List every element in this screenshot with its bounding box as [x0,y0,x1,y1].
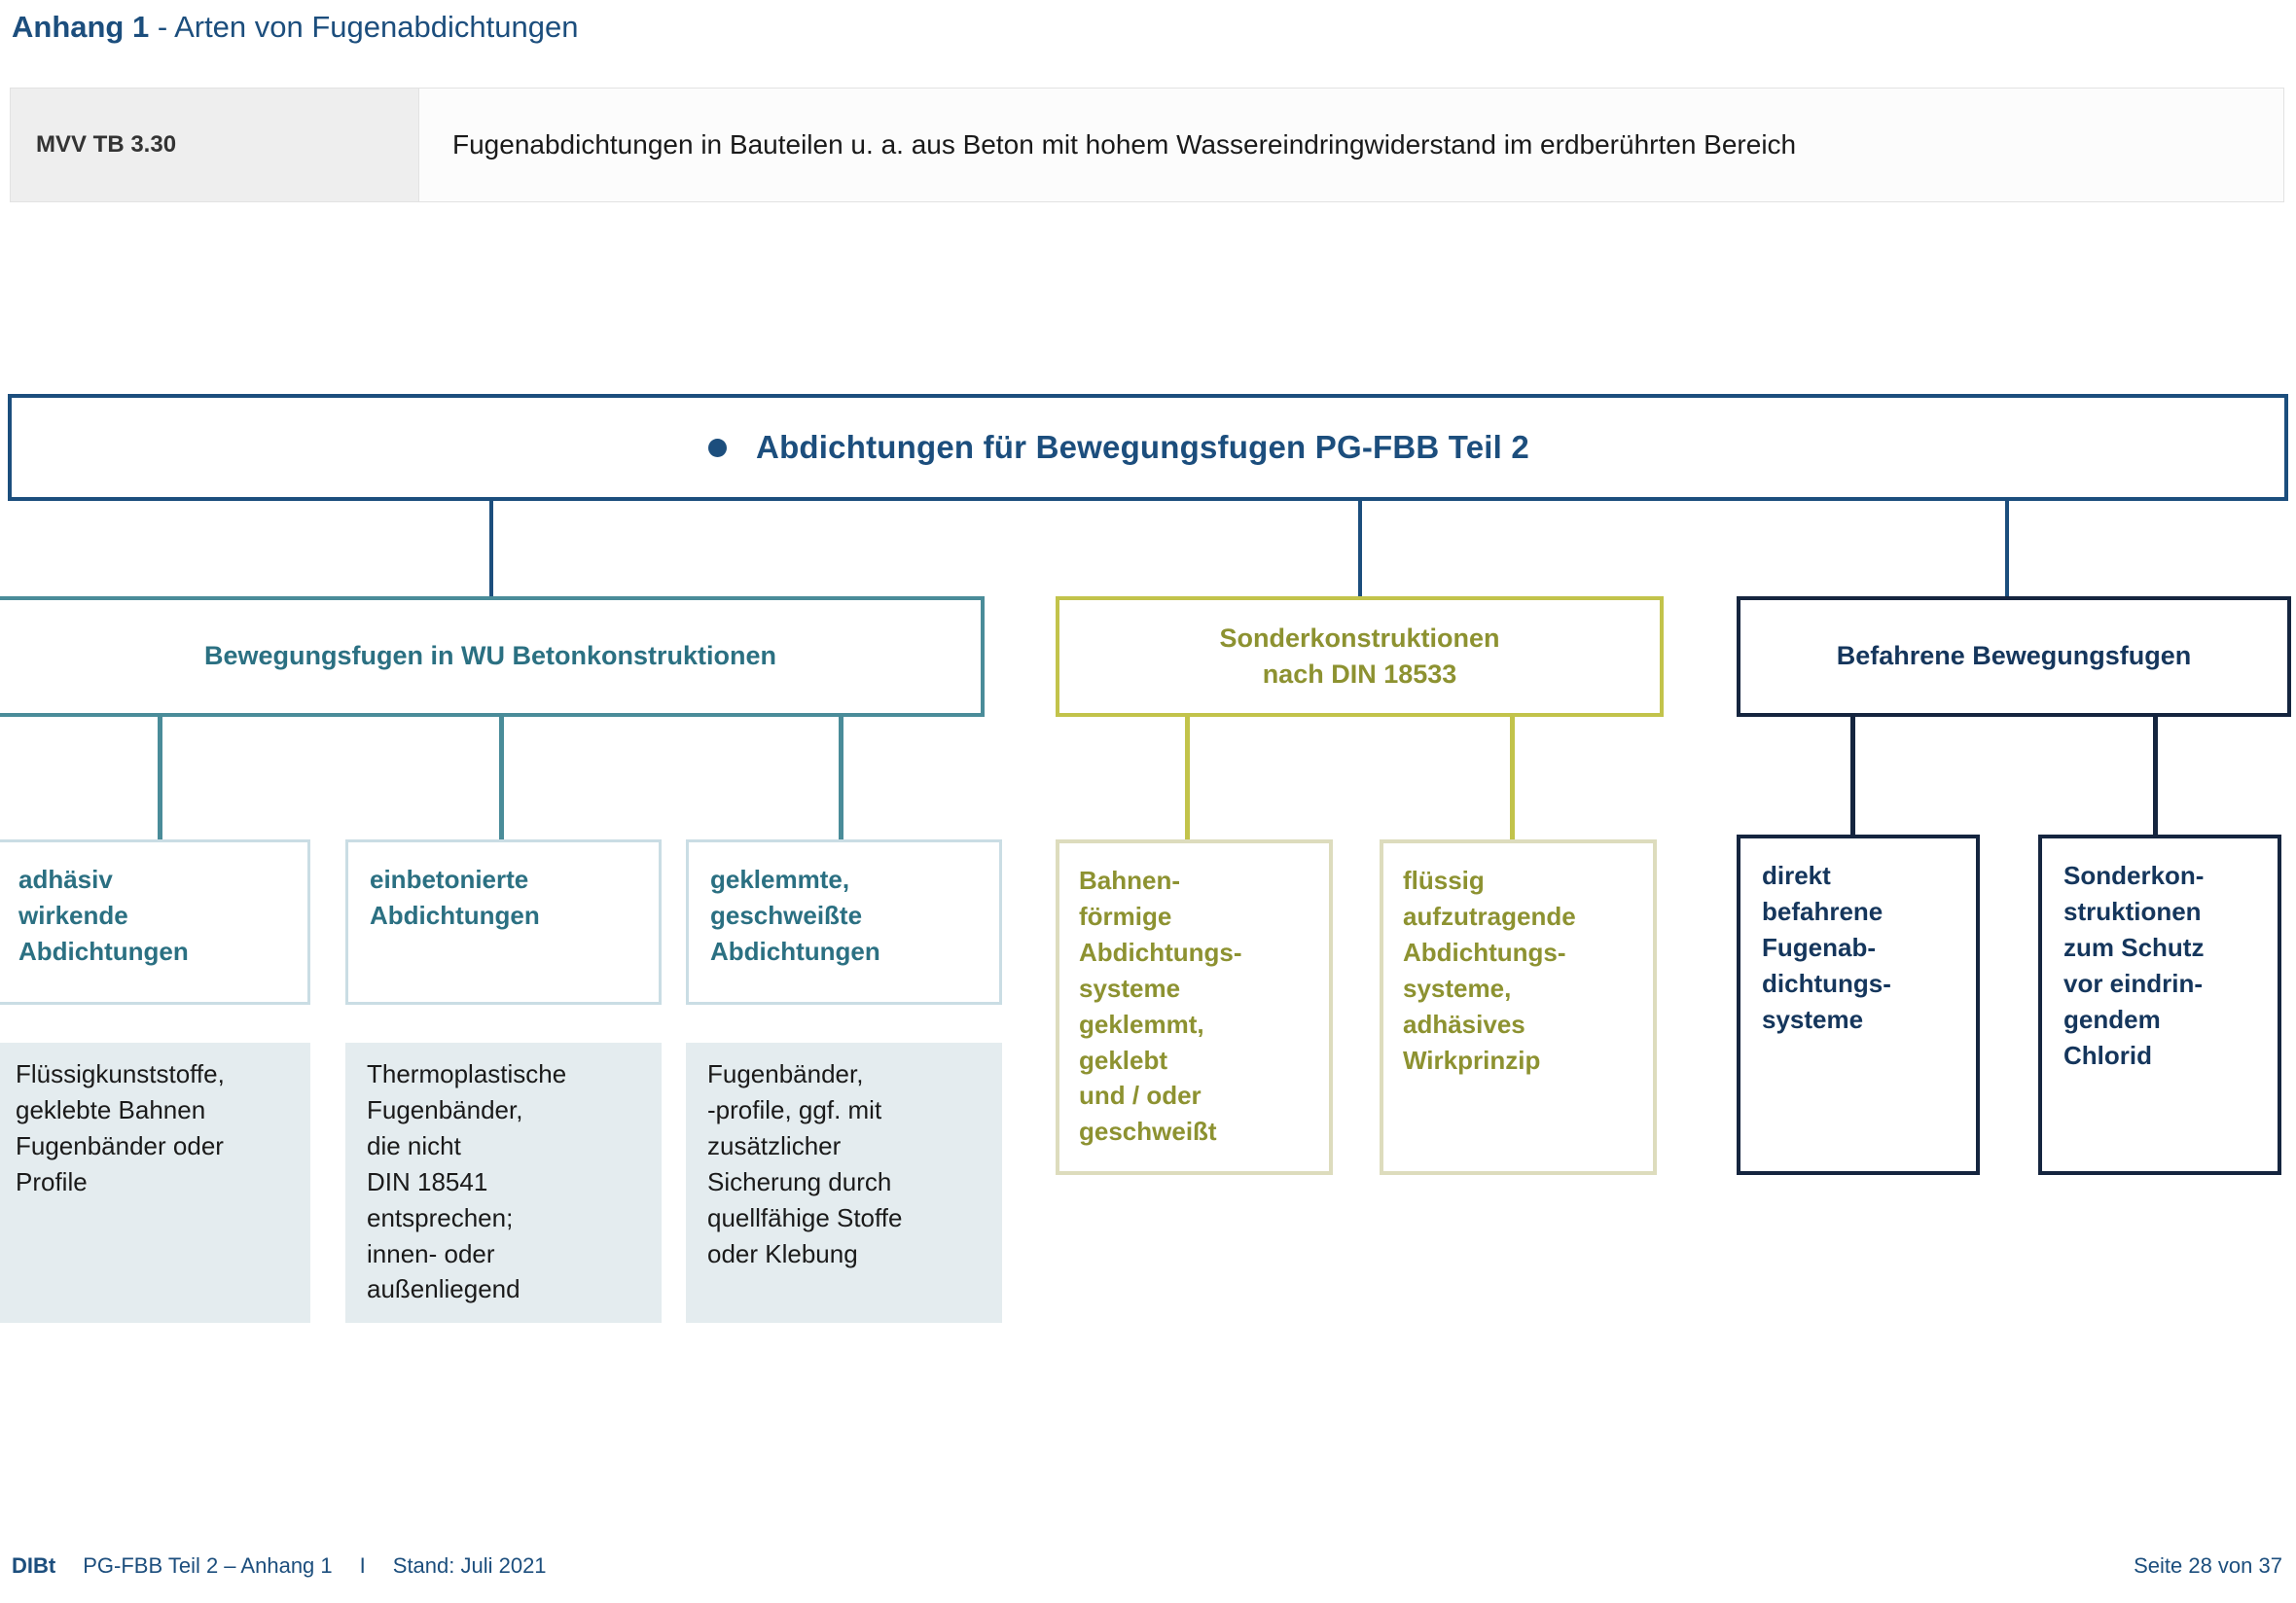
node-bahnenfoermige-abdichtungssysteme-label: Bahnen- förmige Abdichtungs- systeme gek… [1079,866,1242,1147]
connector-bef-to-direkt [1850,717,1855,837]
node-sonderkonstruktionen-label: Sonderkonstruktionen nach DIN 18533 [1219,623,1500,689]
description-adhaesiv: Flüssigkunststoffe, geklebte Bahnen Fuge… [0,1043,310,1323]
mvv-tb-table: MVV TB 3.30 Fugenabdichtungen in Bauteil… [10,88,2284,202]
mvv-code-cell: MVV TB 3.30 [11,89,419,201]
node-bewegungsfugen-wu-label: Bewegungsfugen in WU Betonkonstruktionen [204,641,776,671]
node-einbetonierte-abdichtungen: einbetonierte Abdichtungen [345,839,662,1005]
node-root: Abdichtungen für Bewegungsfugen PG-FBB T… [8,394,2288,501]
footer-document: PG-FBB Teil 2 – Anhang 1 [83,1553,333,1578]
connector-sk-to-fluessig [1510,717,1515,841]
page-title-strong: Anhang 1 [12,10,150,44]
node-adhaesiv-wirkende-abdichtungen: adhäsiv wirkende Abdichtungen [0,839,310,1005]
node-direkt-befahrene-fugenabdichtungssysteme: direkt befahrene Fugenab- dichtungs- sys… [1737,835,1980,1175]
connector-root-to-wu [489,501,493,596]
page-title: Anhang 1 - Arten von Fugenabdichtungen [12,10,578,45]
node-einbetonierte-abdichtungen-label: einbetonierte Abdichtungen [370,865,540,930]
node-geklemmte-geschweisste-abdichtungen: geklemmte, geschweißte Abdichtungen [686,839,1002,1005]
footer-page-number: Seite 28 von 37 [2134,1553,2282,1578]
description-einbetonierte: Thermoplastische Fugenbänder, die nicht … [345,1043,662,1323]
node-fluessig-aufzutragende-abdichtungssysteme-label: flüssig aufzutragende Abdichtungs- syste… [1403,866,1576,1075]
description-einbetonierte-text: Thermoplastische Fugenbänder, die nicht … [367,1059,567,1304]
node-geklemmte-geschweisste-abdichtungen-label: geklemmte, geschweißte Abdichtungen [710,865,880,966]
node-sonderkonstruktionen-chlorid: Sonderkon- struktionen zum Schutz vor ei… [2038,835,2281,1175]
node-root-label: Abdichtungen für Bewegungsfugen PG-FBB T… [756,429,1529,465]
connector-wu-to-einbeton [499,717,504,841]
connector-sk-to-bahnen [1185,717,1190,841]
connector-bef-to-sonderkon [2153,717,2158,837]
description-adhaesiv-text: Flüssigkunststoffe, geklebte Bahnen Fuge… [16,1059,225,1196]
page-title-rest: - Arten von Fugenabdichtungen [149,10,579,44]
footer-left: DIBt PG-FBB Teil 2 – Anhang 1 I Stand: Juli… [12,1553,547,1579]
description-geklemmte-text: Fugenbänder, -profile, ggf. mit zusätzli… [707,1059,903,1268]
node-direkt-befahrene-fugenabdichtungssysteme-label: direkt befahrene Fugenab- dichtungs- sys… [1762,861,1891,1034]
footer-brand: DIBt [12,1553,56,1578]
root-inner: Abdichtungen für Bewegungsfugen PG-FBB T… [708,429,1529,466]
node-bewegungsfugen-wu: Bewegungsfugen in WU Betonkonstruktionen [0,596,985,717]
connector-wu-to-adhaesiv [158,717,162,841]
connector-root-to-sk [1358,501,1362,596]
node-fluessig-aufzutragende-abdichtungssysteme: flüssig aufzutragende Abdichtungs- syste… [1380,839,1657,1175]
description-geklemmte: Fugenbänder, -profile, ggf. mit zusätzli… [686,1043,1002,1323]
node-sonderkonstruktionen: Sonderkonstruktionen nach DIN 18533 [1056,596,1664,717]
node-befahrene-bewegungsfugen-label: Befahrene Bewegungsfugen [1836,641,2192,671]
footer-separator: I [359,1553,366,1578]
node-befahrene-bewegungsfugen: Befahrene Bewegungsfugen [1737,596,2291,717]
node-sonderkonstruktionen-chlorid-label: Sonderkon- struktionen zum Schutz vor ei… [2063,861,2205,1070]
node-bahnenfoermige-abdichtungssysteme: Bahnen- förmige Abdichtungs- systeme gek… [1056,839,1333,1175]
connector-root-to-bef [2005,501,2009,596]
bullet-dot-icon [708,438,728,457]
footer-date: Stand: Juli 2021 [392,1553,547,1578]
node-adhaesiv-wirkende-abdichtungen-label: adhäsiv wirkende Abdichtungen [18,865,189,966]
connector-wu-to-geklemmt [839,717,843,841]
mvv-description-cell: Fugenabdichtungen in Bauteilen u. a. aus… [452,129,1797,160]
